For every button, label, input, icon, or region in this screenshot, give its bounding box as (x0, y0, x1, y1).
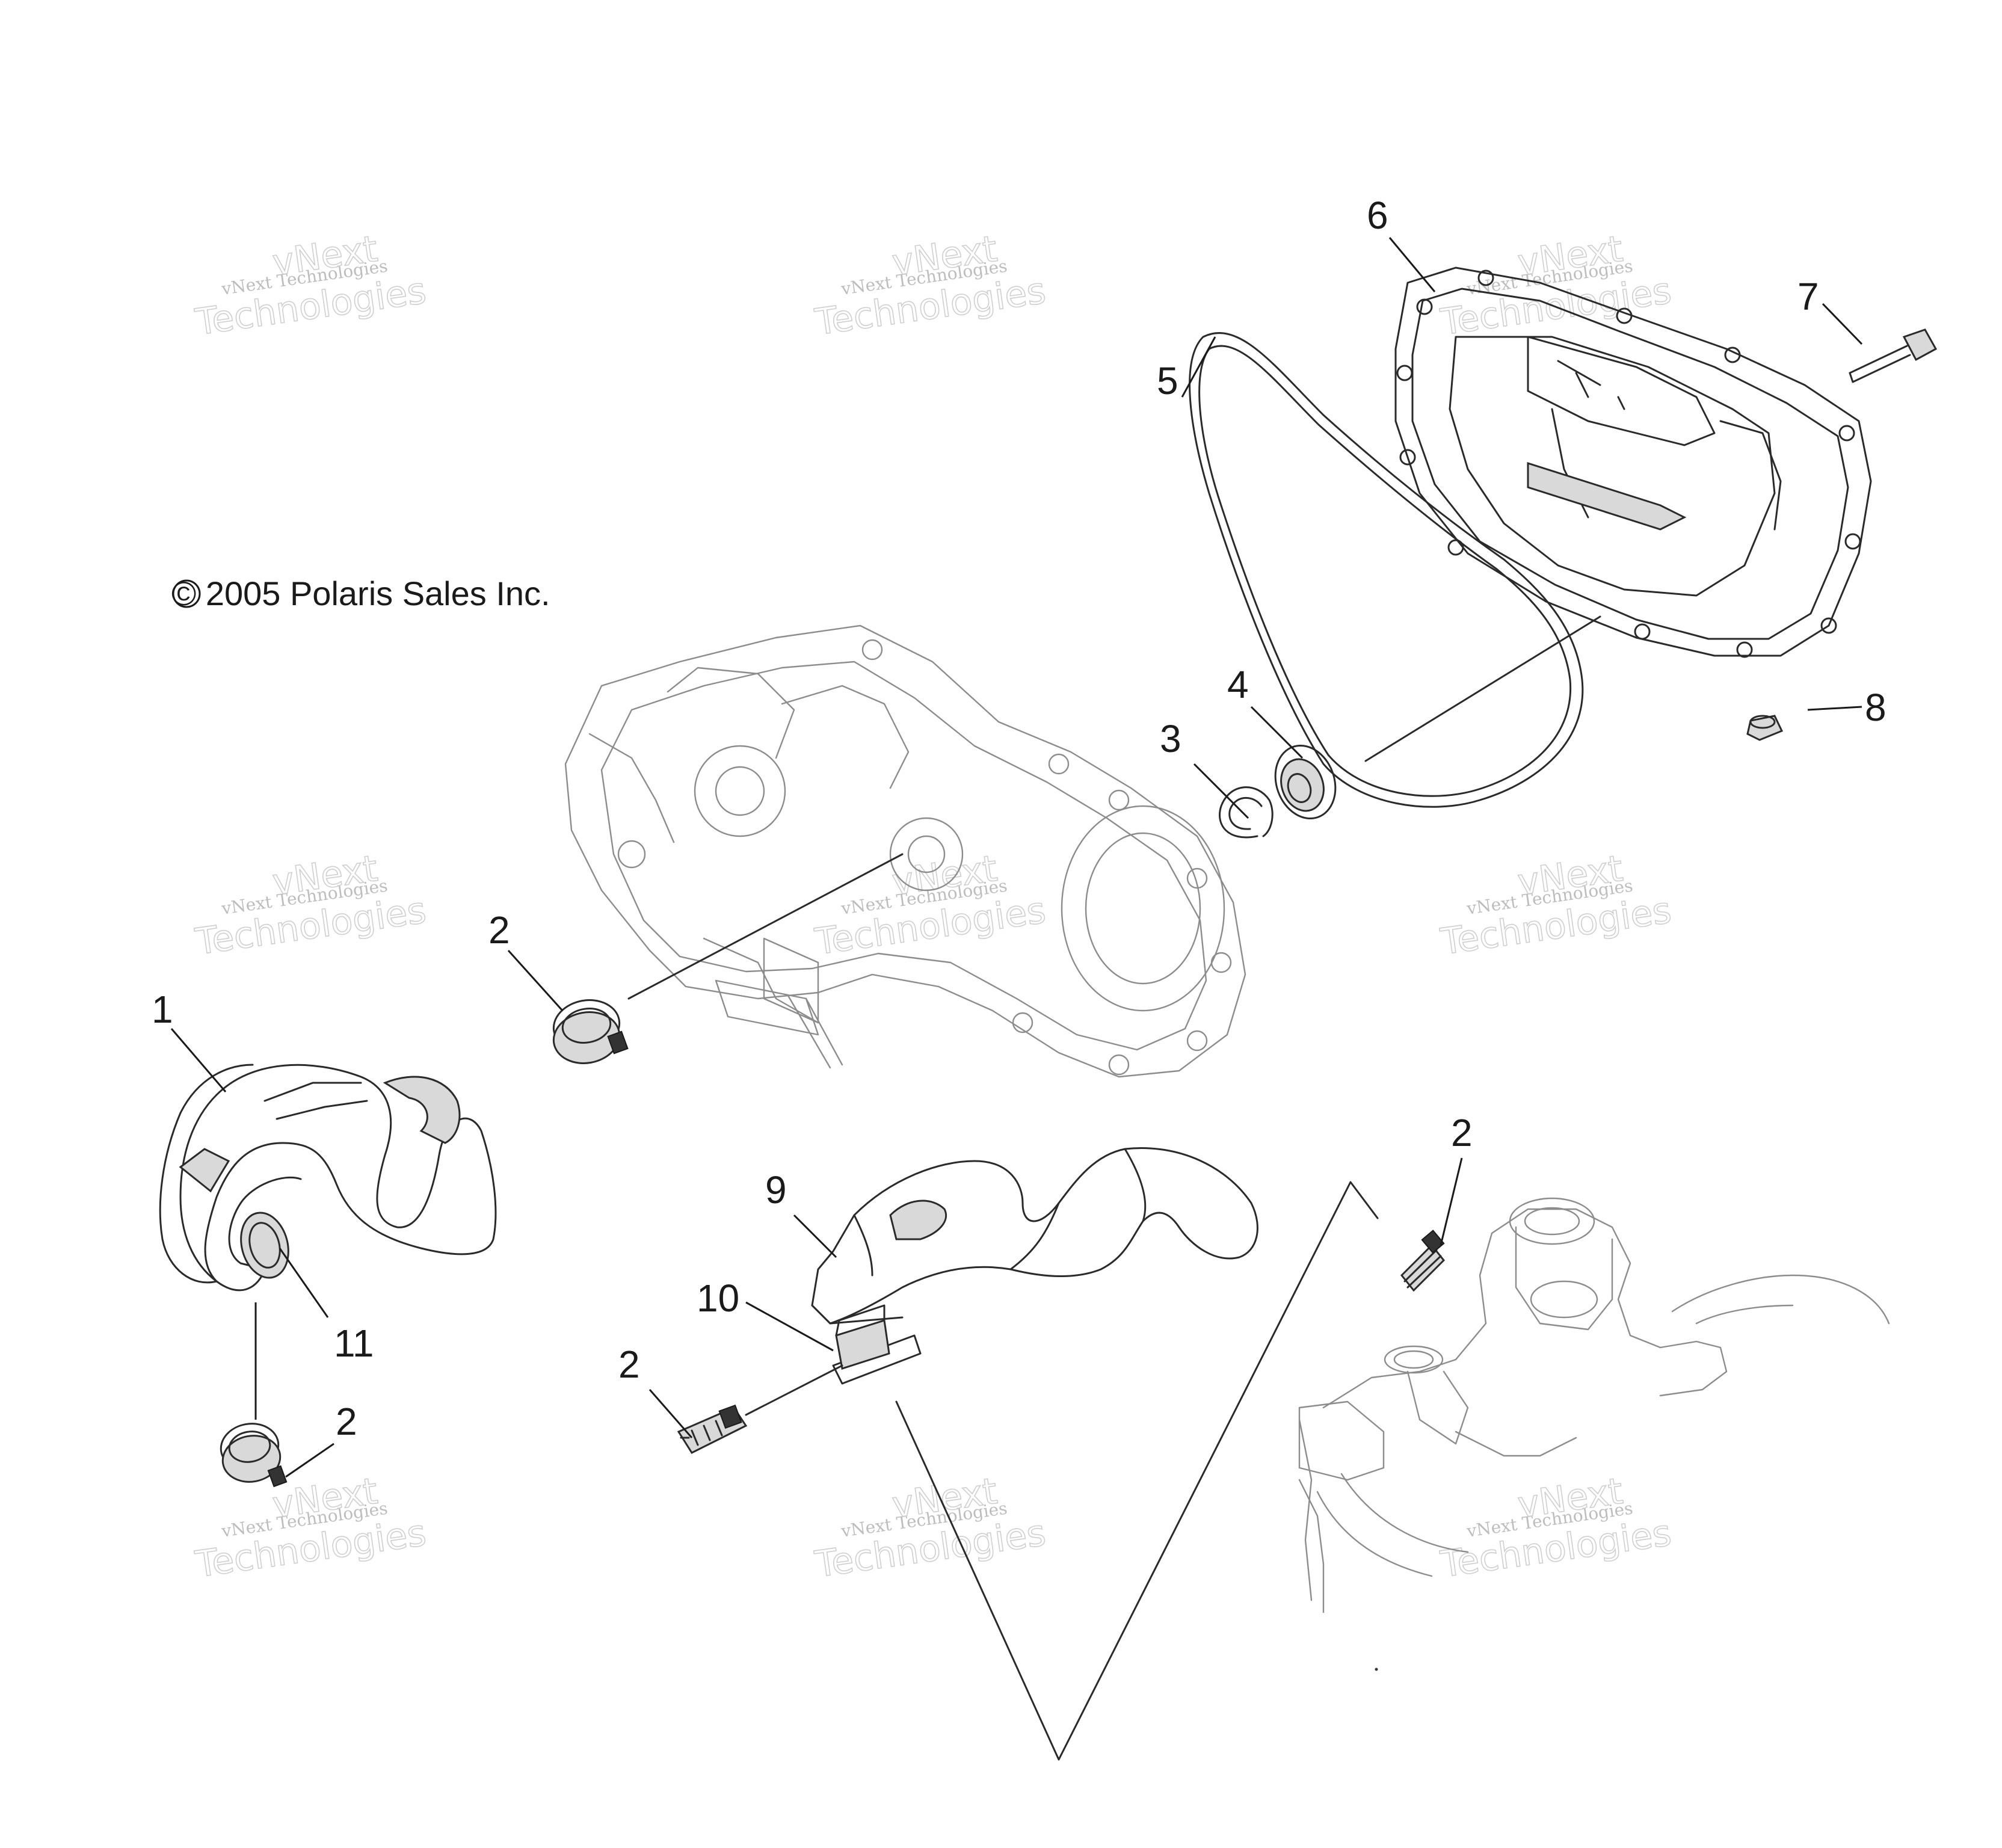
watermark-6: vNext Technologies vNext Technologies (1437, 847, 1674, 964)
callouts: 1 2 11 2 2 10 9 2 3 4 5 6 7 8 (152, 194, 1886, 1443)
engine-assembly (1298, 1197, 1890, 1613)
bearing (1274, 744, 1337, 820)
watermark-3: vNext Technologies vNext Technologies (1437, 227, 1674, 344)
callout-2-right: 2 (1451, 1111, 1473, 1154)
callout-11: 11 (334, 1322, 374, 1365)
watermarks: vNext Technologies vNext Technologies vN… (192, 227, 1674, 1586)
clutch-cover (1394, 266, 1872, 658)
coupler (240, 1212, 289, 1279)
callout-2-left: 2 (336, 1400, 357, 1443)
watermark-1: vNext Technologies vNext Technologies (192, 227, 429, 344)
hose-clamp-right (1400, 1230, 1446, 1292)
callout-4: 4 (1227, 663, 1249, 706)
callout-9: 9 (765, 1168, 787, 1212)
hose-clamp-left-lower (220, 1423, 288, 1488)
callout-8: 8 (1865, 686, 1886, 729)
hose-clamp-upper (552, 999, 629, 1064)
adapter (832, 1304, 922, 1385)
nut (1746, 715, 1784, 741)
callout-6: 6 (1367, 194, 1388, 237)
retaining-ring (1219, 786, 1274, 839)
callout-2-upper: 2 (488, 908, 510, 952)
seal (1189, 332, 1584, 808)
watermark-4: vNext Technologies vNext Technologies (192, 847, 429, 964)
watermark-7: vNext Technologies vNext Technologies (192, 1470, 429, 1586)
watermark-9: vNext Technologies vNext Technologies (1437, 1470, 1674, 1586)
axis-lines (627, 615, 1601, 1000)
copyright-notice: © 2005 Polaris Sales Inc. (171, 574, 550, 612)
leader-lines (170, 237, 1863, 1478)
callout-1: 1 (152, 988, 173, 1031)
watermark-2: vNext Technologies vNext Technologies (812, 227, 1049, 344)
callout-7: 7 (1797, 275, 1819, 318)
transmission-housing (564, 624, 1246, 1078)
callout-5: 5 (1157, 359, 1178, 402)
axis-line-adapter (745, 1364, 843, 1416)
watermark-5: vNext Technologies vNext Technologies (812, 847, 1049, 964)
inlet-duct (159, 1064, 497, 1292)
callout-2-center: 2 (618, 1343, 640, 1386)
bolt (1849, 328, 1938, 383)
reference-lines (895, 1181, 1379, 1761)
outlet-duct (811, 1147, 1258, 1325)
callout-10: 10 (697, 1277, 739, 1320)
copyright-text: © 2005 Polaris Sales Inc. (171, 574, 550, 612)
watermark-8: vNext Technologies vNext Technologies (812, 1470, 1049, 1586)
callout-3: 3 (1160, 717, 1181, 760)
hose-clamp-center-lower (677, 1404, 748, 1454)
